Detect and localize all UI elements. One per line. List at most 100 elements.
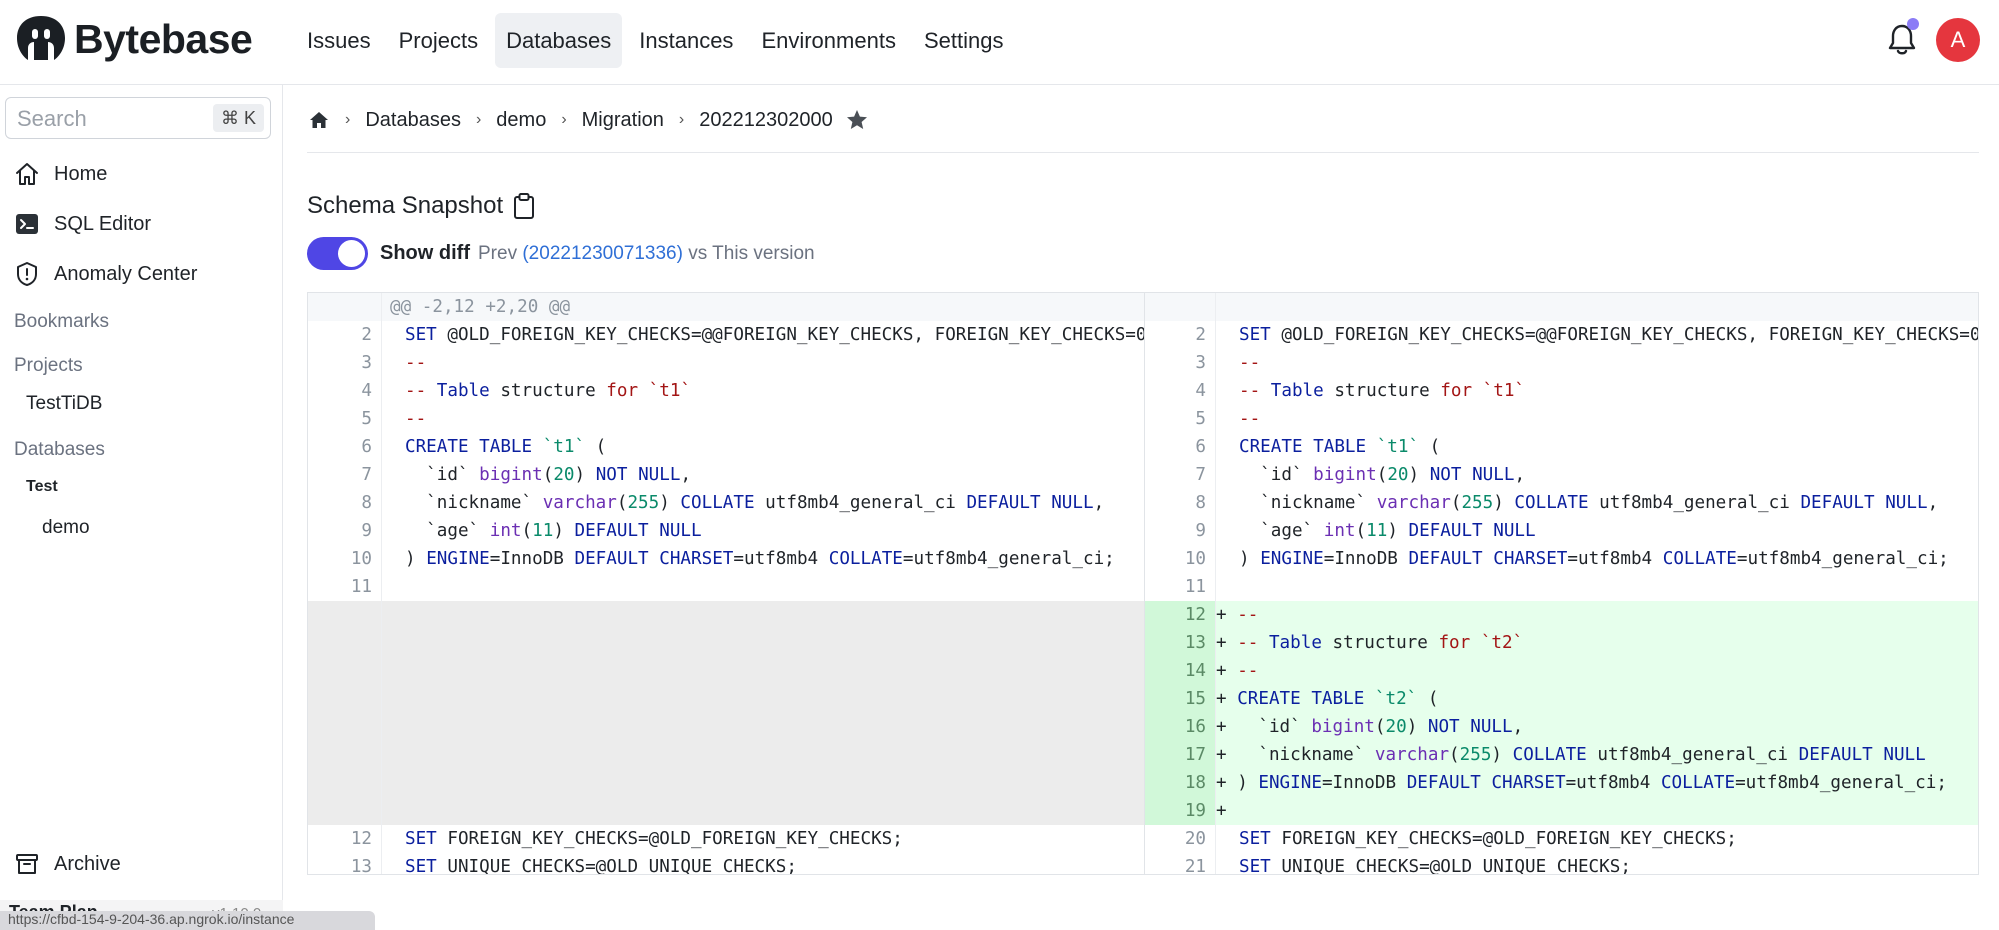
line-number-right: 11 [1184, 577, 1206, 597]
code-left: SET @OLD_FOREIGN_KEY_CHECKS=@@FOREIGN_KE… [405, 325, 1145, 345]
code-left: ) ENGINE=InnoDB DEFAULT CHARSET=utf8mb4 … [405, 549, 1115, 569]
code-right: CREATE TABLE `t1` ( [1239, 437, 1441, 457]
code-right: -- [1239, 353, 1261, 373]
nav-settings[interactable]: Settings [923, 28, 1004, 53]
line-number-right: 7 [1195, 465, 1206, 485]
sidebar-item-home[interactable]: Home [14, 161, 107, 187]
diff-row-added: 13+ -- Table structure for `t2` [308, 629, 1978, 657]
code-left: -- [405, 409, 427, 429]
line-number-left: 10 [350, 549, 372, 569]
chevron-right-icon: › [475, 111, 482, 128]
line-number-left: 5 [361, 409, 372, 429]
nav-databases[interactable]: Databases [495, 13, 623, 68]
code-left: -- [405, 353, 427, 373]
nav-instances[interactable]: Instances [639, 28, 734, 53]
show-diff-toggle[interactable] [307, 237, 368, 270]
sidebar-item-label: Home [54, 162, 108, 185]
nav-environments[interactable]: Environments [761, 28, 896, 53]
code-right: + `nickname` varchar(255) COLLATE utf8mb… [1216, 741, 1978, 769]
code-left: `age` int(11) DEFAULT NULL [405, 521, 702, 541]
breadcrumb-databases[interactable]: Databases [365, 108, 461, 131]
code-right: SET UNIQUE_CHECKS=@OLD_UNIQUE_CHECKS; [1239, 857, 1631, 875]
brand-name: Bytebase [74, 15, 253, 62]
home-icon[interactable] [308, 109, 330, 131]
brand-logo[interactable]: Bytebase [14, 14, 253, 64]
line-number-right: 17 [1145, 741, 1216, 769]
sidebar-item-archive[interactable]: Archive [14, 851, 121, 877]
code-right [1216, 293, 1978, 321]
hunk-text: @@ -2,12 +2,20 @@ [382, 293, 1145, 321]
page-title: Schema Snapshot [307, 192, 537, 220]
version-suffix: vs This version [688, 243, 815, 264]
line-number-left [308, 769, 382, 797]
clipboard-icon[interactable] [511, 192, 537, 220]
chevron-right-icon: › [345, 111, 351, 128]
line-number-right: 5 [1195, 409, 1206, 429]
breadcrumb: › Databases › demo › Migration › 2022123… [308, 108, 869, 132]
prev-version-link[interactable]: (20221230071336) [522, 243, 683, 264]
code-right: + [1216, 797, 1978, 825]
sidebar-item-label: SQL Editor [54, 212, 152, 235]
code-right: + CREATE TABLE `t2` ( [1216, 685, 1978, 713]
nav-projects[interactable]: Projects [398, 28, 479, 53]
star-icon[interactable] [845, 108, 869, 132]
line-number-left [308, 657, 382, 685]
sidebar-projects-label[interactable]: Projects [14, 355, 83, 376]
show-diff-label: Show diff [380, 242, 470, 264]
code-left [382, 629, 1145, 657]
breadcrumb-demo[interactable]: demo [496, 108, 547, 131]
home-icon [16, 163, 38, 185]
search-shortcut: ⌘ K [212, 104, 264, 132]
diff-row-added: 19+ [308, 797, 1978, 825]
sidebar-item-anomaly-center[interactable]: Anomaly Center [14, 261, 197, 287]
diff-row: 8 `nickname` varchar(255) COLLATE utf8mb… [308, 489, 1978, 517]
line-number-left: 6 [361, 437, 372, 457]
code-right: + ) ENGINE=InnoDB DEFAULT CHARSET=utf8mb… [1216, 769, 1978, 797]
line-number-left: 9 [361, 521, 372, 541]
gutter-divider-right [1215, 293, 1216, 874]
code-left [382, 741, 1145, 769]
diff-row: 10 ) ENGINE=InnoDB DEFAULT CHARSET=utf8mb… [308, 545, 1978, 573]
breadcrumb-version: 202212302000 [699, 108, 833, 131]
code-left: `id` bigint(20) NOT NULL, [405, 465, 692, 485]
line-number-right: 20 [1184, 829, 1206, 849]
sidebar-item-project[interactable]: TestTiDB [26, 393, 103, 414]
sidebar-databases-label[interactable]: Databases [14, 439, 105, 460]
code-right: + `id` bigint(20) NOT NULL, [1216, 713, 1978, 741]
code-right: + -- Table structure for `t2` [1216, 629, 1978, 657]
sidebar-environment-label: Test [26, 478, 58, 495]
line-number-left [308, 601, 382, 629]
line-number-left [308, 713, 382, 741]
code-right: + -- [1216, 601, 1978, 629]
code-right: -- [1239, 409, 1261, 429]
breadcrumb-migration[interactable]: Migration [581, 108, 664, 131]
diff-version-info: Prev (20221230071336) vs This version [478, 243, 815, 265]
line-number-right: 18 [1145, 769, 1216, 797]
search-input[interactable]: Search ⌘ K [5, 97, 271, 139]
diff-row-added: 12+ -- [308, 601, 1978, 629]
top-bar: Bytebase Issues Projects Databases Insta… [0, 0, 1999, 85]
code-left [382, 685, 1145, 713]
code-right: SET @OLD_FOREIGN_KEY_CHECKS=@@FOREIGN_KE… [1239, 325, 1979, 345]
line-number-right: 21 [1184, 857, 1206, 875]
sidebar-item-database[interactable]: demo [42, 517, 90, 538]
bytebase-logo-icon [17, 16, 65, 60]
code-left: `nickname` varchar(255) COLLATE utf8mb4_… [405, 493, 1105, 513]
chevron-right-icon: › [678, 111, 685, 128]
code-left: SET UNIQUE_CHECKS=@OLD_UNIQUE_CHECKS; [405, 857, 797, 875]
sidebar-bookmarks-label[interactable]: Bookmarks [14, 311, 110, 332]
code-left [382, 573, 1145, 601]
code-right: `nickname` varchar(255) COLLATE utf8mb4_… [1239, 493, 1939, 513]
diff-row: 7 `id` bigint(20) NOT NULL,7 `id` bigint… [308, 461, 1978, 489]
nav-issues[interactable]: Issues [307, 28, 371, 53]
sidebar-item-label: Archive [54, 852, 121, 875]
avatar[interactable]: A [1936, 18, 1980, 62]
diff-row-added: 16+ `id` bigint(20) NOT NULL, [308, 713, 1978, 741]
sidebar-item-sql-editor[interactable]: SQL Editor [14, 211, 151, 237]
